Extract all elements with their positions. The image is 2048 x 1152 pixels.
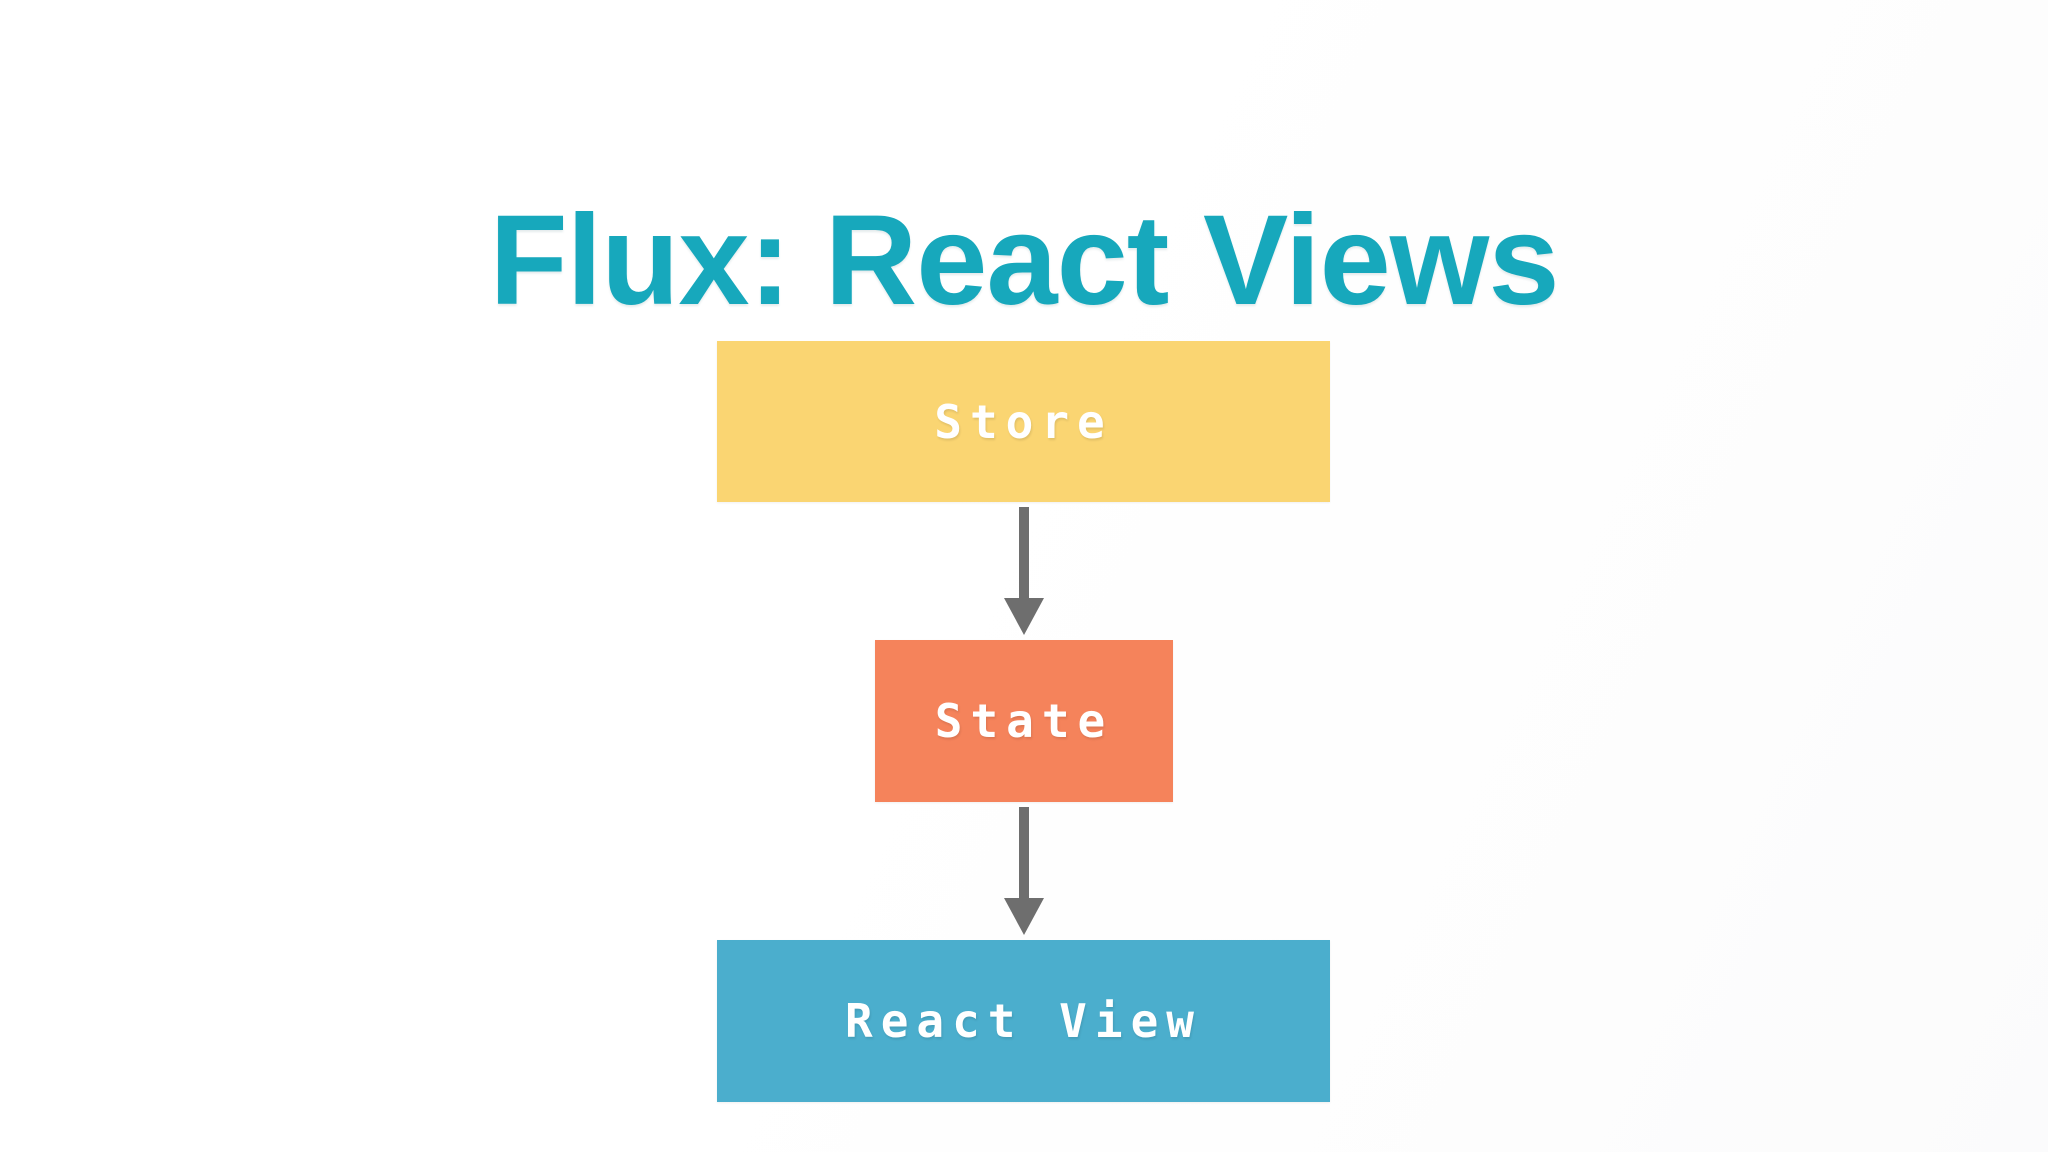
node-react-view: React View: [717, 940, 1330, 1102]
arrow-store-to-state: [1002, 507, 1046, 635]
node-state: State: [875, 640, 1173, 802]
slide-title: Flux: React Views: [489, 188, 1559, 332]
node-store-label: Store: [934, 394, 1113, 449]
node-react-view-label: React View: [845, 994, 1202, 1048]
arrow-state-to-react-view: [1002, 807, 1046, 935]
node-state-label: State: [934, 694, 1114, 748]
down-arrow-icon: [1004, 507, 1044, 635]
node-store: Store: [717, 341, 1330, 502]
down-arrow-icon: [1004, 807, 1044, 935]
